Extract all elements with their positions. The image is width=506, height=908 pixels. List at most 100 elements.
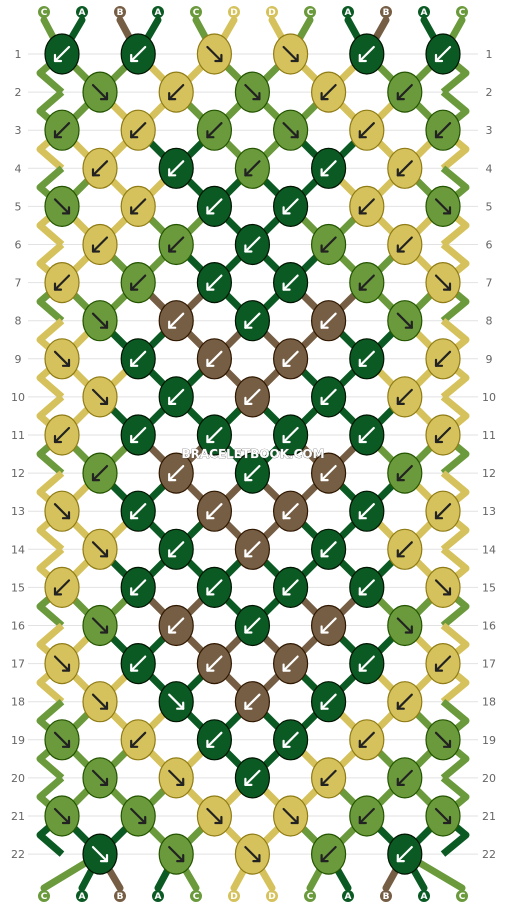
knot-arrowhead-icon: [282, 434, 291, 444]
knot: [311, 452, 347, 494]
knot: [158, 71, 194, 113]
bottom-string-letter: B: [117, 892, 124, 902]
knot: [120, 490, 156, 532]
knot: [120, 33, 156, 75]
knot-arrowhead-icon: [99, 320, 109, 329]
knot-arrow-icon: [168, 845, 185, 863]
knot: [349, 490, 385, 532]
knot-arrow-icon: [358, 655, 375, 672]
bottom-string-marker: [190, 890, 202, 902]
knot: [387, 300, 423, 342]
knot-arrowhead-icon: [396, 91, 405, 101]
knot-arrow-icon: [396, 312, 413, 329]
bottom-string-letter: A: [155, 892, 162, 902]
knot: [158, 452, 194, 494]
knot-arrowhead-icon: [168, 168, 177, 177]
knot-arrowhead-icon: [130, 53, 139, 63]
knot-arrowhead-icon: [61, 511, 71, 520]
knot-arrowhead-icon: [176, 853, 185, 863]
knot: [196, 642, 232, 685]
knot: [425, 490, 461, 532]
knot-arrowhead-icon: [358, 358, 367, 367]
knot-arrow-icon: [206, 807, 223, 825]
knot: [158, 833, 194, 875]
knot: [311, 604, 347, 647]
knot-arrowhead-icon: [244, 701, 253, 710]
knot-arrowhead-icon: [206, 434, 215, 444]
bottom-string-marker: [304, 890, 316, 902]
knot: [234, 757, 270, 799]
row-number-right: 1: [486, 48, 493, 61]
watermark-text: BRACELETBOOK.COM: [181, 447, 324, 461]
knot-arrowhead-icon: [99, 549, 109, 558]
knot-arrowhead-icon: [244, 777, 253, 787]
knot-arrowhead-icon: [320, 91, 329, 101]
top-string-marker: [456, 6, 468, 18]
knot: [82, 528, 118, 570]
knot: [349, 642, 385, 685]
knot-arrow-icon: [244, 465, 261, 482]
row-number-left: 7: [15, 277, 22, 290]
knot-arrowhead-icon: [244, 396, 253, 405]
knot: [234, 833, 270, 875]
knot-arrowhead-icon: [168, 396, 177, 405]
knot: [196, 109, 232, 151]
knot-arrowhead-icon: [358, 130, 367, 139]
knot-arrow-icon: [206, 198, 223, 215]
knot-arrowhead-icon: [53, 282, 63, 291]
bottom-string-letter: D: [230, 892, 237, 902]
top-string-marker: [38, 6, 50, 18]
knot-arrowhead-icon: [168, 91, 177, 101]
knot: [158, 757, 194, 799]
row-number-right: 6: [486, 239, 493, 252]
top-string-letter: B: [117, 8, 124, 18]
knot-arrow-icon: [244, 541, 261, 558]
knot-arrow-icon: [282, 426, 299, 444]
knot-arrowhead-icon: [320, 168, 329, 177]
knot-arrowhead-icon: [282, 663, 291, 672]
row-number-left: 2: [15, 86, 22, 99]
bottom-string-letter: A: [421, 892, 428, 902]
bottom-string-marker: [418, 890, 430, 902]
knot: [120, 795, 156, 837]
knot: [120, 109, 156, 151]
knot-arrow-icon: [282, 579, 299, 596]
knot: [387, 757, 423, 799]
row-number-left: 13: [11, 505, 25, 518]
knot: [44, 33, 80, 75]
knot-arrow-icon: [91, 693, 109, 710]
knot-arrowhead-icon: [130, 587, 139, 596]
row-number-left: 17: [11, 658, 25, 671]
knot: [273, 262, 309, 304]
knot: [82, 71, 118, 113]
top-string-marker: [418, 6, 430, 18]
bottom-string-marker: [76, 890, 88, 902]
top-string-letter: A: [79, 8, 86, 18]
knot-arrow-icon: [244, 845, 261, 863]
knot-arrowhead-icon: [176, 701, 185, 710]
row-number-left: 5: [15, 200, 22, 213]
top-string-marker: [342, 6, 354, 18]
knot: [425, 33, 461, 75]
knot-arrow-icon: [434, 807, 452, 825]
knot-arrow-icon: [53, 503, 71, 520]
bottom-string-letter: A: [345, 892, 352, 902]
knot: [234, 71, 270, 113]
row-number-left: 11: [11, 429, 25, 442]
bottom-string-marker: [228, 890, 240, 902]
knot: [196, 795, 232, 837]
knot-arrow-icon: [434, 274, 452, 291]
knot-arrowhead-icon: [244, 549, 253, 558]
knot-arrowhead-icon: [168, 473, 177, 482]
knot-arrow-icon: [282, 655, 299, 672]
knot: [234, 604, 270, 647]
top-string-marker: [152, 6, 164, 18]
knot-arrow-icon: [206, 45, 223, 63]
knot: [82, 376, 118, 418]
bottom-string-letter: B: [383, 892, 390, 902]
knot-arrow-icon: [53, 45, 71, 63]
knot-arrow-icon: [168, 693, 185, 710]
knot-arrow-icon: [168, 769, 185, 787]
knot-arrow-icon: [53, 198, 71, 215]
